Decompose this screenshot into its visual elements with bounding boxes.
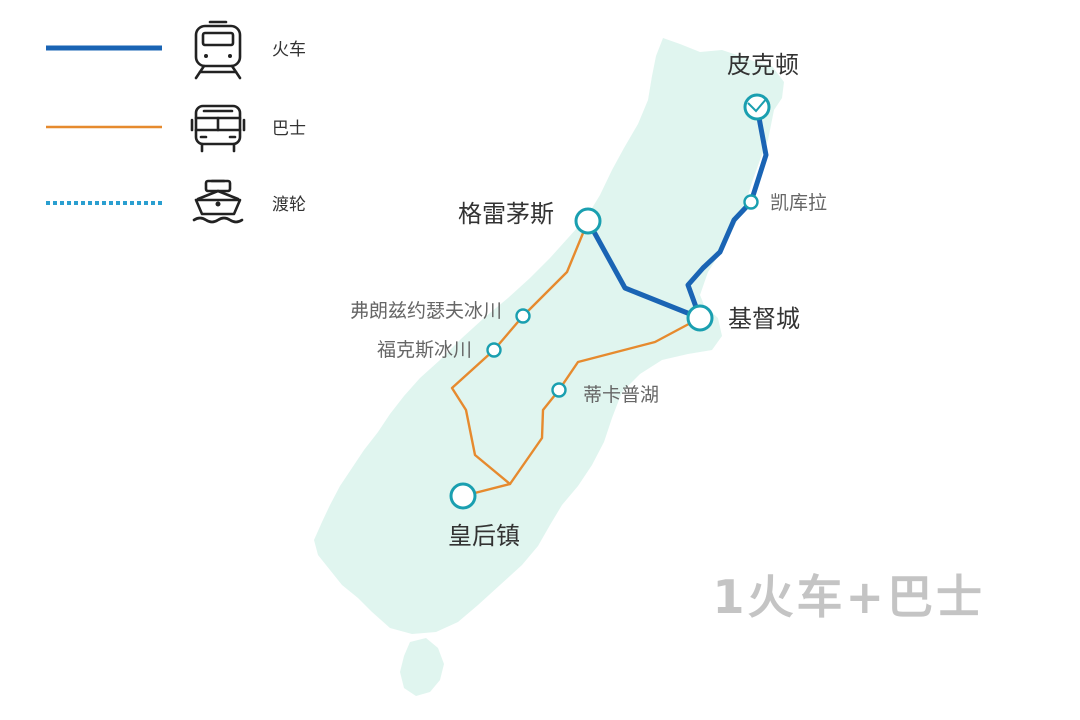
stop-fox-glacier[interactable] <box>486 342 502 358</box>
legend: 火车 巴士 渡轮 <box>46 20 306 224</box>
stop-picton[interactable] <box>743 93 771 121</box>
train-route-greymouth-christchurch <box>585 218 703 321</box>
stop-queenstown[interactable] <box>449 482 477 510</box>
stop-franz-josef[interactable] <box>515 308 531 324</box>
south-island-land <box>314 38 784 634</box>
city-label-kaikoura: 凯库拉 <box>770 192 827 214</box>
legend-bus-label: 巴士 <box>272 119 306 139</box>
city-label-picton: 皮克顿 <box>727 51 799 79</box>
city-label-tekapo: 蒂卡普湖 <box>583 384 659 406</box>
stop-greymouth[interactable] <box>574 207 602 235</box>
legend-ferry-label: 渡轮 <box>272 195 306 215</box>
city-label-christchurch: 基督城 <box>728 305 800 333</box>
check-icon <box>747 97 768 113</box>
city-label-greymouth: 格雷茅斯 <box>458 200 554 228</box>
bus-icon <box>190 104 246 153</box>
stop-tekapo[interactable] <box>551 382 567 398</box>
stop-christchurch[interactable] <box>686 304 714 332</box>
bus-route-greymouth-queenstown <box>450 219 590 498</box>
ferry-icon <box>192 179 244 224</box>
train-icon <box>194 20 242 80</box>
stop-kaikoura[interactable] <box>743 194 759 210</box>
city-label-queenstown: 皇后镇 <box>448 522 520 550</box>
stewart-island-land <box>400 638 444 696</box>
city-label-franz-josef: 弗朗兹约瑟夫冰川 <box>350 300 502 322</box>
route-title: 1火车+巴士 <box>712 570 985 624</box>
train-route-picton-christchurch <box>685 104 769 321</box>
city-label-fox-glacier: 福克斯冰川 <box>377 339 472 361</box>
legend-train-label: 火车 <box>272 40 306 60</box>
